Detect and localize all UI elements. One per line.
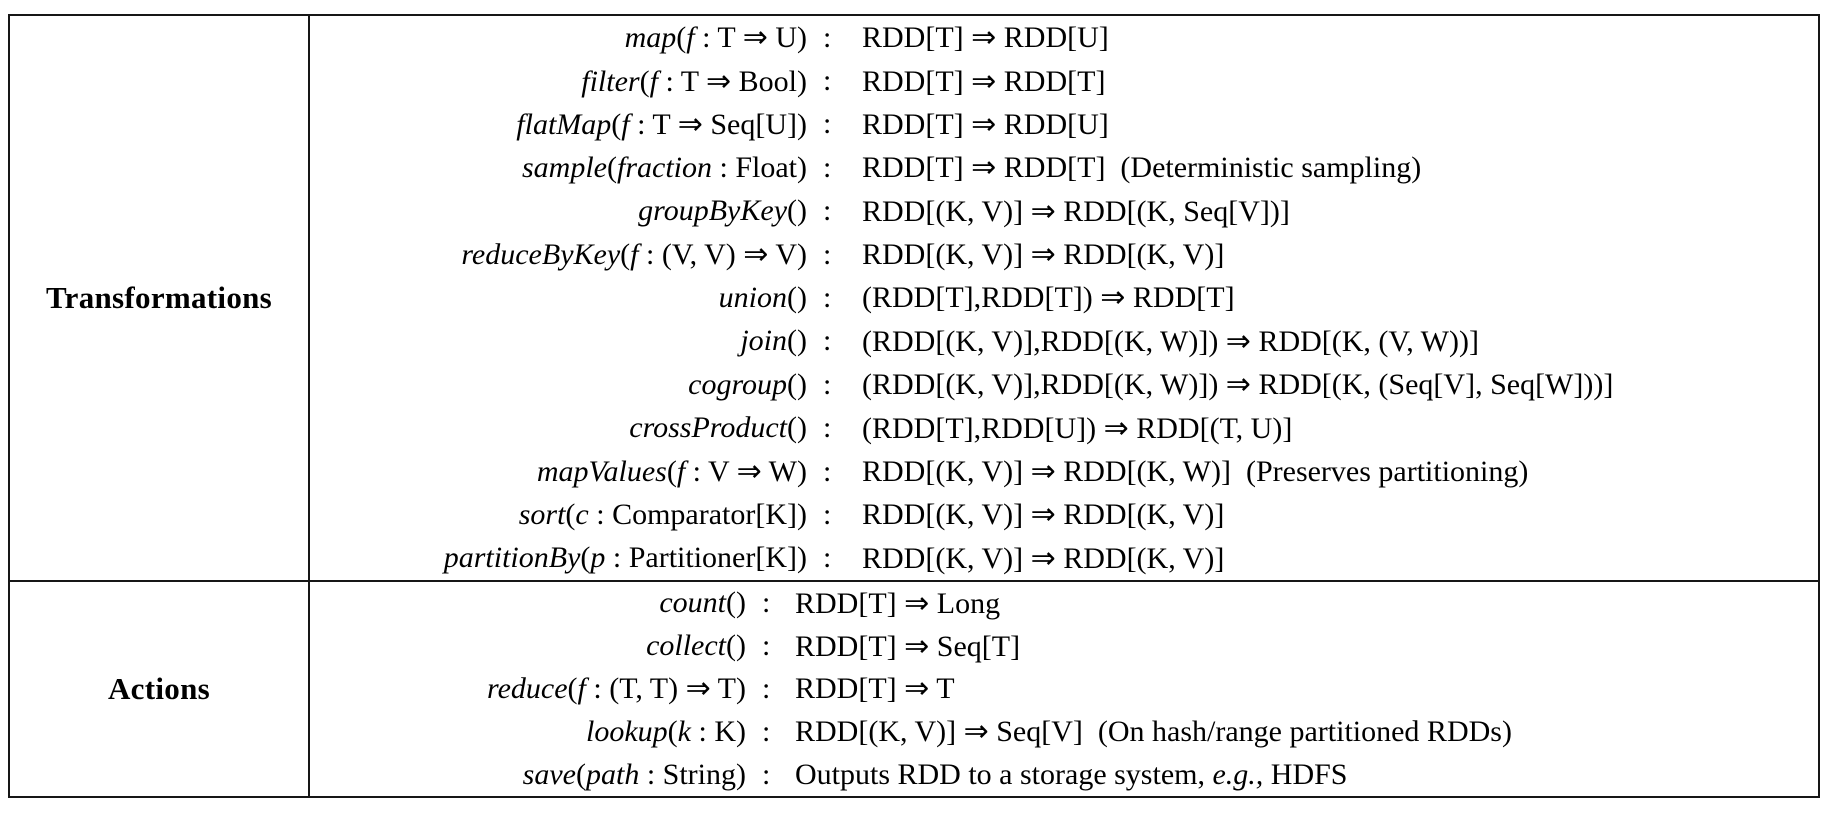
section-label-transformations: Transformations	[10, 16, 310, 580]
section-actions: Actions count(): RDD[T] ⇒ Long collect():…	[10, 582, 1818, 796]
colon-separator: :	[823, 194, 832, 228]
operation-signature: collect()	[646, 629, 746, 663]
colon-separator: :	[823, 20, 832, 54]
colon-separator: :	[762, 757, 771, 791]
table-row: map(f : T ⇒ U): RDD[T] ⇒ RDD[U]	[310, 16, 1818, 59]
table-row: sample(fraction : Float): RDD[T] ⇒ RDD[T]…	[310, 146, 1818, 189]
operation-result: RDD[T] ⇒ Long	[795, 586, 1001, 620]
table-row: count(): RDD[T] ⇒ Long	[310, 582, 1818, 625]
table-row: sort(c : Comparator[K]): RDD[(K, V)] ⇒ RD…	[310, 493, 1818, 536]
operation-result: RDD[(K, V)] ⇒ Seq[V] (On hash/range part…	[795, 715, 1512, 749]
colon-separator: :	[823, 280, 832, 314]
operation-result: RDD[T] ⇒ RDD[T]	[862, 64, 1106, 98]
table-row: filter(f : T ⇒ Bool): RDD[T] ⇒ RDD[T]	[310, 59, 1818, 102]
operation-result: RDD[(K, V)] ⇒ RDD[(K, Seq[V])]	[862, 194, 1290, 228]
colon-separator: :	[823, 150, 832, 184]
operation-result: RDD[T] ⇒ RDD[T] (Deterministic sampling)	[862, 151, 1422, 185]
operation-signature: reduce(f : (T, T) ⇒ T)	[487, 672, 746, 706]
operation-signature: sort(c : Comparator[K])	[518, 497, 807, 531]
colon-separator: :	[762, 714, 771, 748]
table-row: cogroup(): (RDD[(K, V)],RDD[(K, W)]) ⇒ RD…	[310, 363, 1818, 406]
operation-result: RDD[T] ⇒ Seq[T]	[795, 629, 1021, 663]
colon-separator: :	[823, 107, 832, 141]
operation-result: RDD[T] ⇒ RDD[U]	[862, 107, 1109, 141]
colon-separator: :	[762, 671, 771, 705]
operation-result: RDD[T] ⇒ RDD[U]	[862, 21, 1109, 55]
table-row: collect(): RDD[T] ⇒ Seq[T]	[310, 625, 1818, 668]
operation-signature: lookup(k : K)	[586, 714, 746, 748]
operation-signature: crossProduct()	[629, 411, 807, 445]
colon-separator: :	[823, 237, 832, 271]
table-row: mapValues(f : V ⇒ W): RDD[(K, V)] ⇒ RDD[(…	[310, 450, 1818, 493]
colon-separator: :	[823, 411, 832, 445]
table-row: lookup(k : K): RDD[(K, V)] ⇒ Seq[V] (On h…	[310, 710, 1818, 753]
colon-separator: :	[762, 629, 771, 663]
operations-table: Transformations map(f : T ⇒ U): RDD[T] ⇒ …	[8, 14, 1820, 798]
operation-result: RDD[(K, V)] ⇒ RDD[(K, W)] (Preserves par…	[862, 455, 1529, 489]
colon-separator: :	[823, 64, 832, 98]
operation-signature: union()	[718, 280, 807, 314]
colon-separator: :	[762, 586, 771, 620]
operation-result: (RDD[(K, V)],RDD[(K, W)]) ⇒ RDD[(K, (Seq…	[862, 368, 1614, 402]
operation-signature: filter(f : T ⇒ Bool)	[581, 64, 807, 98]
operation-signature: partitionBy(p : Partitioner[K])	[443, 541, 807, 575]
operation-signature: reduceByKey(f : (V, V) ⇒ V)	[461, 238, 807, 272]
operation-signature: count()	[659, 586, 746, 620]
operation-signature: flatMap(f : T ⇒ Seq[U])	[516, 107, 807, 141]
colon-separator: :	[823, 324, 832, 358]
operation-result: RDD[T] ⇒ T	[795, 672, 955, 706]
section-label-actions: Actions	[10, 582, 310, 796]
table-row: save(path : String): Outputs RDD to a sto…	[310, 753, 1818, 796]
operation-result: RDD[(K, V)] ⇒ RDD[(K, V)]	[862, 541, 1225, 575]
operation-signature: save(path : String)	[522, 757, 746, 791]
table-row: reduce(f : (T, T) ⇒ T): RDD[T] ⇒ T	[310, 668, 1818, 711]
colon-separator: :	[823, 497, 832, 531]
operation-result: Outputs RDD to a storage system, e.g., H…	[795, 757, 1348, 791]
colon-separator: :	[823, 367, 832, 401]
table-row: crossProduct(): (RDD[T],RDD[U]) ⇒ RDD[(T,…	[310, 406, 1818, 449]
operation-result: (RDD[(K, V)],RDD[(K, W)]) ⇒ RDD[(K, (V, …	[862, 324, 1479, 358]
operation-signature: map(f : T ⇒ U)	[624, 21, 807, 55]
table-row: reduceByKey(f : (V, V) ⇒ V): RDD[(K, V)] …	[310, 233, 1818, 276]
transformations-rows: map(f : T ⇒ U): RDD[T] ⇒ RDD[U] filter(f …	[310, 16, 1818, 580]
table-row: union(): (RDD[T],RDD[T]) ⇒ RDD[T]	[310, 276, 1818, 319]
table-row: flatMap(f : T ⇒ Seq[U]): RDD[T] ⇒ RDD[U]	[310, 103, 1818, 146]
operation-signature: mapValues(f : V ⇒ W)	[536, 455, 807, 489]
section-transformations: Transformations map(f : T ⇒ U): RDD[T] ⇒ …	[10, 16, 1818, 582]
operation-signature: cogroup()	[688, 367, 807, 401]
table-row: groupByKey(): RDD[(K, V)] ⇒ RDD[(K, Seq[V…	[310, 190, 1818, 233]
colon-separator: :	[823, 454, 832, 488]
operation-result: (RDD[T],RDD[T]) ⇒ RDD[T]	[862, 281, 1235, 315]
operation-result: RDD[(K, V)] ⇒ RDD[(K, V)]	[862, 498, 1225, 532]
operation-signature: sample(fraction : Float)	[522, 150, 807, 184]
operation-result: RDD[(K, V)] ⇒ RDD[(K, V)]	[862, 238, 1225, 272]
colon-separator: :	[823, 541, 832, 575]
operation-signature: groupByKey()	[638, 194, 807, 228]
operation-signature: join()	[740, 324, 807, 358]
operation-result: (RDD[T],RDD[U]) ⇒ RDD[(T, U)]	[862, 411, 1293, 445]
table-row: join(): (RDD[(K, V)],RDD[(K, W)]) ⇒ RDD[(…	[310, 320, 1818, 363]
actions-rows: count(): RDD[T] ⇒ Long collect(): RDD[T] ⇒…	[310, 582, 1818, 796]
table-row: partitionBy(p : Partitioner[K]): RDD[(K, …	[310, 537, 1818, 580]
